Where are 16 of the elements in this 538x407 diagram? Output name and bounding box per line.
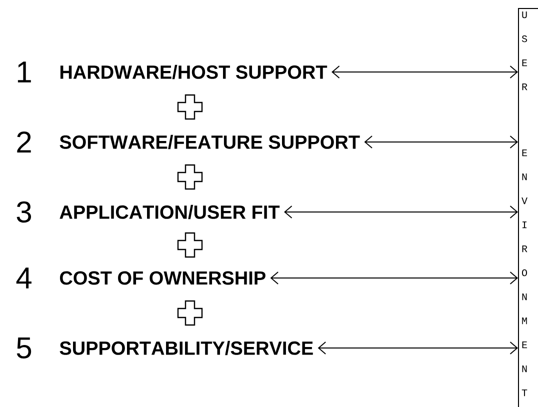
- double-arrow: [318, 342, 518, 354]
- double-arrow: [270, 272, 518, 284]
- environment-box: USER ENVIRONMENT: [518, 8, 538, 407]
- double-arrow: [332, 66, 518, 78]
- item-number: 2: [17, 132, 31, 152]
- item-label: SUPPORTABILITY/SERVICE: [60, 340, 313, 356]
- item-number: 5: [16, 338, 32, 358]
- item-label: HARDWARE/HOST SUPPORT: [60, 64, 328, 80]
- double-arrow: [364, 136, 518, 148]
- item-label: APPLICATION/USER FIT: [60, 204, 280, 220]
- item-label: COST OF OWNERSHIP: [60, 271, 266, 285]
- item-number: 3: [16, 201, 32, 223]
- item-number: 1: [18, 62, 31, 82]
- item-label: SOFTWARE/FEATURE SUPPORT: [60, 134, 360, 150]
- double-arrow: [284, 206, 518, 218]
- item-number: 4: [16, 268, 32, 288]
